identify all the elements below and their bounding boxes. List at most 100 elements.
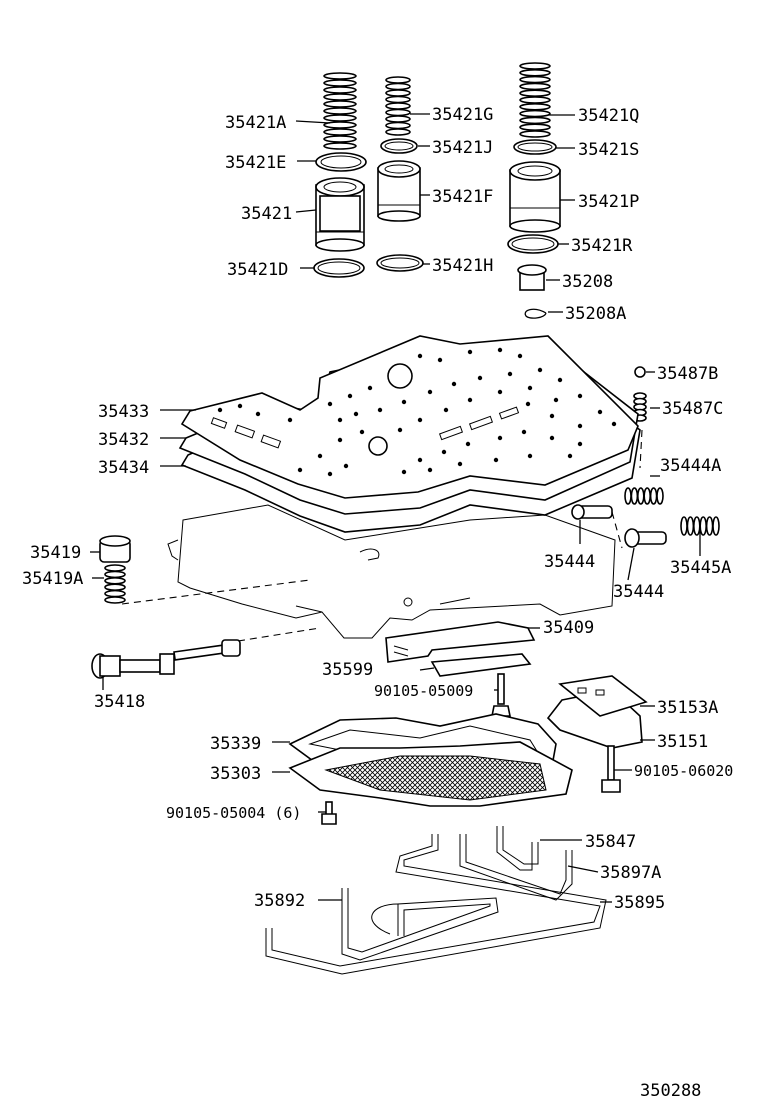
sleeve-35421F xyxy=(377,160,421,222)
plate-hole xyxy=(359,429,365,435)
spring-coil xyxy=(519,69,551,77)
spring-coil xyxy=(385,102,411,110)
label-35421H: 35421H xyxy=(432,256,493,276)
spring-coil xyxy=(323,79,357,87)
plug-35208 xyxy=(517,264,547,291)
spring-coil xyxy=(385,115,411,123)
sleeve-35421 xyxy=(315,177,365,252)
spring-coil xyxy=(323,107,357,115)
spring-coil xyxy=(519,96,551,104)
plate-hole xyxy=(417,457,423,463)
diagram-number: 350288 xyxy=(640,1081,701,1101)
spring-coil xyxy=(649,487,658,505)
clip-35208A xyxy=(524,308,547,319)
label-35445A: 35445A xyxy=(670,558,731,578)
label-35421P: 35421P xyxy=(578,192,639,212)
label-35421S: 35421S xyxy=(578,140,639,160)
spring-35421Q xyxy=(519,62,551,138)
plug-35444-upper xyxy=(571,504,613,520)
label-35599: 35599 xyxy=(322,660,373,680)
plate-hole xyxy=(337,417,343,423)
label-35421J: 35421J xyxy=(432,138,493,158)
spring-coil xyxy=(323,93,357,101)
plate-hole xyxy=(507,371,513,377)
spring-coil xyxy=(323,86,357,94)
spring-35444A xyxy=(624,487,664,505)
label-35432: 35432 xyxy=(98,430,149,450)
label-35421G: 35421G xyxy=(432,105,493,125)
plate-hole xyxy=(549,413,555,419)
label-35419: 35419 xyxy=(30,543,81,563)
plate-hole xyxy=(497,389,503,395)
callout-labels: 35421A 35421E 35421 35421D 35421G 35421J… xyxy=(22,105,733,1101)
plate-hole xyxy=(467,397,473,403)
cap-35419 xyxy=(99,535,131,563)
spring-coil xyxy=(692,516,701,536)
label-35339: 35339 xyxy=(210,734,261,754)
label-35433: 35433 xyxy=(98,402,149,422)
spring-coil xyxy=(624,487,632,505)
plate-hole xyxy=(353,411,359,417)
spring-coil xyxy=(385,121,411,130)
plate-hole xyxy=(497,347,503,353)
plate-hole xyxy=(497,435,503,441)
plate-hole xyxy=(443,407,449,413)
spring-coil xyxy=(385,89,411,97)
plate-hole xyxy=(327,471,333,477)
plate-hole xyxy=(451,381,457,387)
plate-hole xyxy=(255,411,261,417)
ball-35487B xyxy=(634,366,646,378)
label-35418: 35418 xyxy=(94,692,145,712)
spring-coil xyxy=(385,128,411,136)
label-35847: 35847 xyxy=(585,832,636,852)
ring-35421S xyxy=(513,139,557,155)
spring-coil xyxy=(323,142,357,150)
spring-coil xyxy=(385,82,411,91)
valve-body xyxy=(167,504,616,639)
plate-hole xyxy=(317,453,323,459)
spring-35421G xyxy=(385,76,411,136)
spring-35419A xyxy=(104,564,126,604)
plate-hole xyxy=(577,423,583,429)
label-35421R: 35421R xyxy=(571,236,633,256)
plate-hole xyxy=(217,407,223,413)
spring-coil xyxy=(686,516,695,536)
plate-hole xyxy=(525,401,531,407)
label-35303: 35303 xyxy=(210,764,261,784)
leader-lines xyxy=(90,113,701,903)
label-90105-06020: 90105-06020 xyxy=(634,762,733,780)
spring-coil xyxy=(643,487,652,505)
label-35434: 35434 xyxy=(98,458,149,478)
plate-hole xyxy=(427,467,433,473)
plate-hole xyxy=(477,375,483,381)
label-35421E: 35421E xyxy=(225,153,286,173)
spring-coil xyxy=(104,596,126,604)
spring-coil xyxy=(323,121,357,129)
label-35444-upper: 35444 xyxy=(544,552,595,572)
spring-coil xyxy=(519,89,551,97)
plate-hole xyxy=(611,421,617,427)
label-35208A: 35208A xyxy=(565,304,626,324)
plate-hole xyxy=(297,467,303,473)
plate-hole xyxy=(527,385,533,391)
spring-coil xyxy=(519,62,551,70)
plate-hole xyxy=(567,453,573,459)
plate-hole xyxy=(465,441,471,447)
bolt-90105-05004 xyxy=(321,801,337,825)
plug-35444-lower xyxy=(624,528,667,548)
label-35421F: 35421F xyxy=(432,187,493,207)
plate-hole xyxy=(337,437,343,443)
spring-coil xyxy=(519,75,551,84)
spring-coil xyxy=(323,72,357,80)
plate-hole xyxy=(549,435,555,441)
plate-hole xyxy=(367,385,373,391)
valve-35418 xyxy=(91,639,241,679)
spring-coil xyxy=(519,103,551,111)
plate-hole xyxy=(521,429,527,435)
spring-coil xyxy=(104,564,126,572)
spring-coil xyxy=(519,82,551,91)
bolt-90105-05009 xyxy=(491,673,511,717)
spring-coil xyxy=(323,135,357,143)
plate-hole xyxy=(467,349,473,355)
